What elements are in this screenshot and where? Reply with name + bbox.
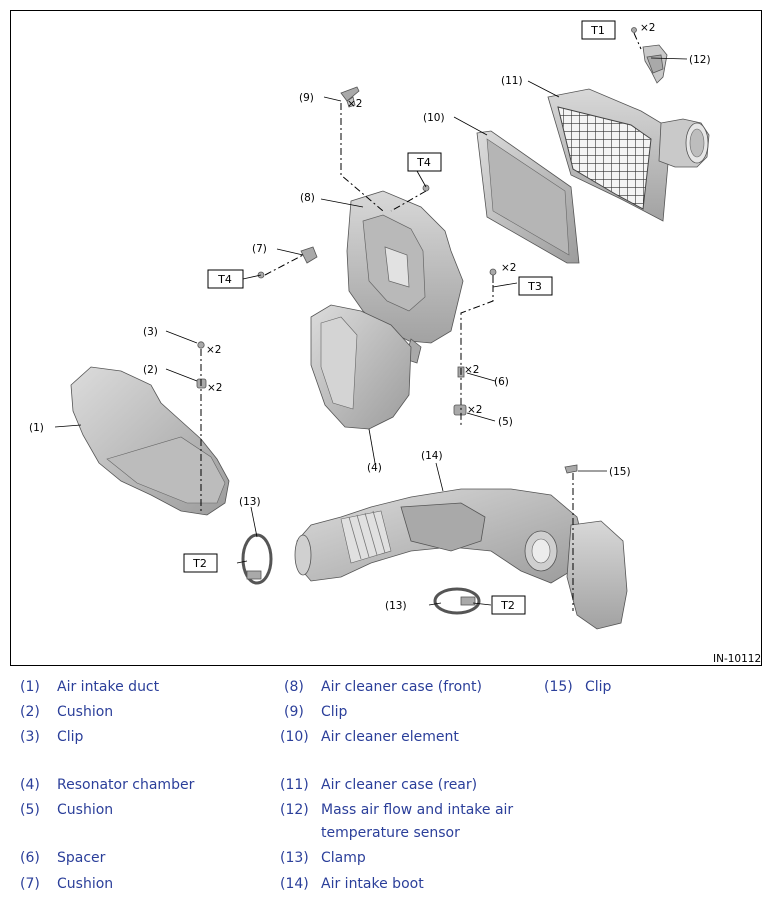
clamp-13b-part	[433, 587, 481, 615]
tag-t1: T1	[581, 20, 616, 40]
callout-9: (9)	[299, 92, 314, 104]
tag-t4-top: T4	[407, 152, 442, 172]
callout-11: (11)	[501, 75, 523, 87]
callout-7: (7)	[252, 243, 267, 255]
cushion-7-part	[257, 246, 318, 279]
callout-13a: (13)	[239, 496, 261, 508]
callout-1: (1)	[29, 422, 44, 434]
clip-3-part	[197, 341, 205, 349]
multiplier-2: ×2	[207, 382, 222, 394]
air-intake-duct-part	[70, 366, 230, 516]
multiplier-t1: ×2	[640, 22, 655, 34]
clip-9-part	[340, 86, 360, 108]
multiplier-t3: ×2	[501, 262, 516, 274]
clamp-13a-part	[241, 533, 273, 585]
tag-t2-left: T2	[183, 553, 218, 573]
multiplier-3: ×2	[206, 344, 221, 356]
svg-text:T2: T2	[500, 599, 515, 612]
callout-8: (8)	[300, 192, 315, 204]
callout-12: (12)	[689, 54, 711, 66]
svg-text:T4: T4	[217, 273, 232, 286]
air-intake-boot-part	[294, 488, 628, 630]
callout-15: (15)	[609, 466, 631, 478]
callout-6: (6)	[494, 376, 509, 388]
exploded-diagram: T1 T4 T4 T3 T2 T2 (1) (2) (3) (4) (5) (6…	[29, 20, 761, 665]
multiplier-5: ×2	[467, 404, 482, 416]
svg-text:T1: T1	[590, 24, 605, 37]
svg-text:T4: T4	[416, 156, 431, 169]
bolt-t3-part	[489, 268, 497, 283]
leader-lines	[54, 57, 688, 606]
svg-text:T3: T3	[527, 280, 542, 293]
diagram-frame: T1 T4 T4 T3 T2 T2 (1) (2) (3) (4) (5) (6…	[10, 10, 762, 666]
resonator-chamber-part	[310, 304, 412, 430]
callout-4: (4)	[367, 462, 382, 474]
figure-code: IN-10112	[713, 653, 761, 665]
multiplier-9: ×2	[347, 98, 362, 110]
callout-3: (3)	[143, 326, 158, 338]
svg-text:T2: T2	[192, 557, 207, 570]
tag-t2-right: T2	[491, 595, 526, 615]
callout-5: (5)	[498, 416, 513, 428]
air-cleaner-element-part	[476, 130, 580, 264]
callout-14: (14)	[421, 450, 443, 462]
mass-air-flow-sensor-part	[631, 27, 668, 84]
tag-t3: T3	[518, 276, 553, 296]
clip-15-part	[564, 464, 578, 474]
cushion-5-part	[453, 404, 467, 416]
callout-2: (2)	[143, 364, 158, 376]
bolt-t4-part	[422, 184, 430, 192]
callout-10: (10)	[423, 112, 445, 124]
tag-t4-left: T4	[207, 269, 244, 289]
callout-13b: (13)	[385, 600, 407, 612]
multiplier-6: ×2	[464, 364, 479, 376]
assembly-lines	[200, 32, 642, 611]
air-cleaner-case-rear-part	[547, 88, 710, 222]
